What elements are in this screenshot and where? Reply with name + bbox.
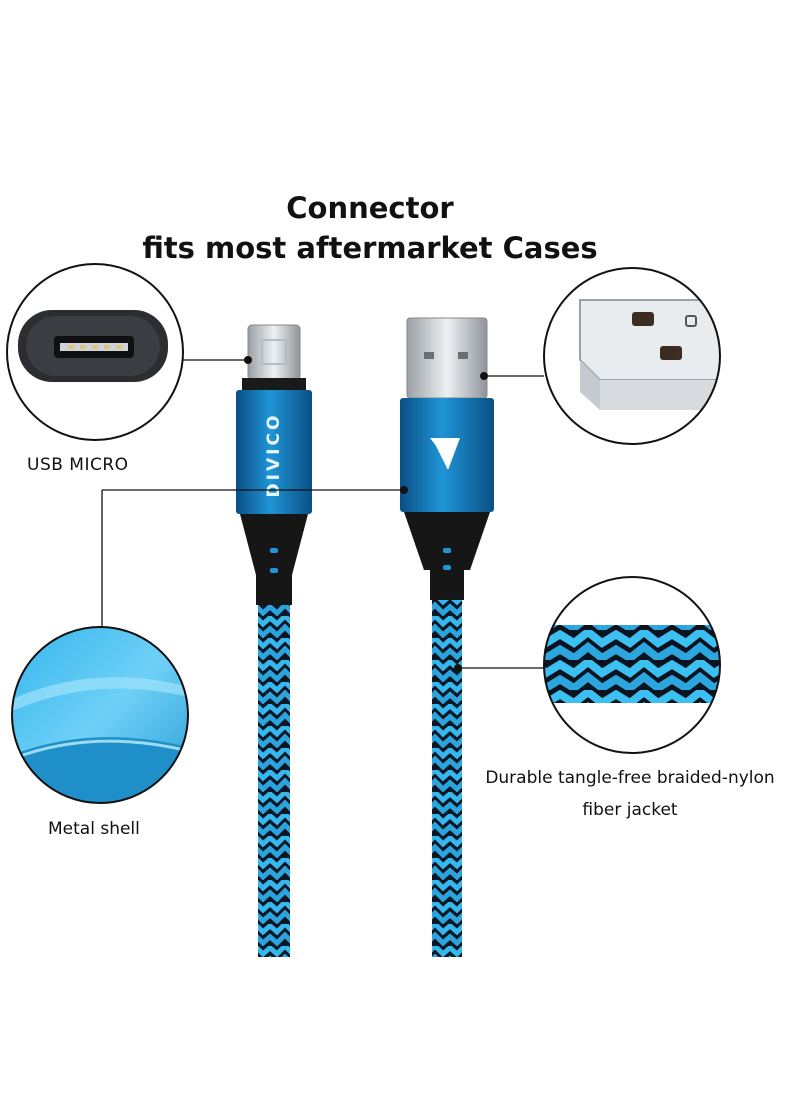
brand-logo-text: DIVICO xyxy=(264,413,284,498)
zoom-braided-nylon xyxy=(543,576,721,754)
callout-lines xyxy=(101,359,544,669)
heading-line-1: Connector xyxy=(286,191,454,225)
callout-dots xyxy=(244,356,488,672)
metal-shell-label: Metal shell xyxy=(48,819,140,839)
usb-micro-label: USB MICRO xyxy=(27,455,129,475)
right-braided-cable xyxy=(432,600,462,957)
left-braided-cable xyxy=(258,605,290,957)
zoom-usb-a xyxy=(543,267,721,445)
usb-a-connector xyxy=(400,317,494,600)
heading-line-2: fits most aftermarket Cases xyxy=(142,231,598,265)
braided-jacket-label: Durable tangle-free braided-nylon fiber … xyxy=(485,768,775,820)
zoom-micro-port xyxy=(6,263,184,441)
micro-usb-connector xyxy=(236,324,312,605)
zoom-metal-shell xyxy=(11,626,189,804)
